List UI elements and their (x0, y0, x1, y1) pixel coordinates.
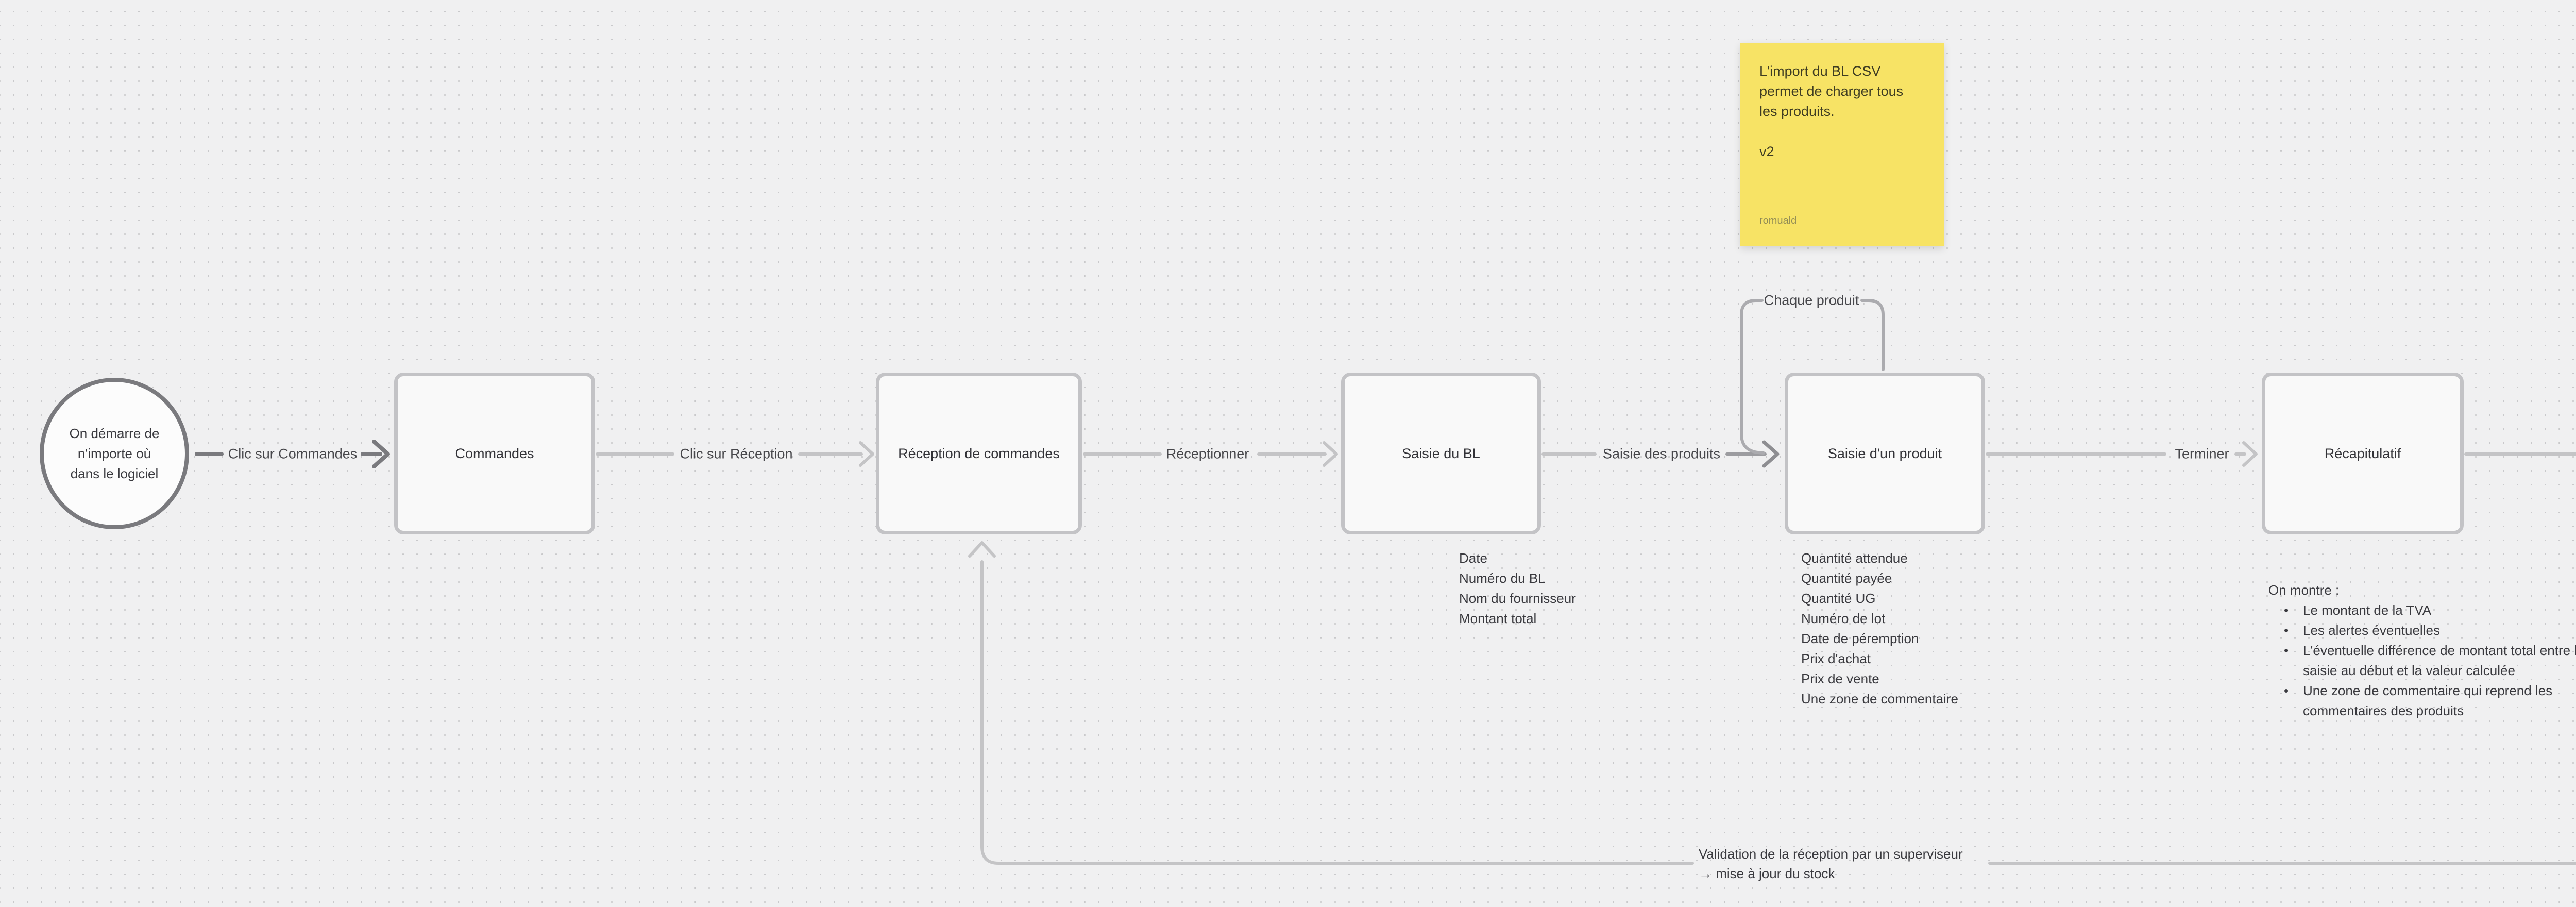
annotation-line: Numéro de lot (1801, 611, 1886, 626)
arrowhead-icon (2242, 441, 2258, 467)
node-label: Commandes (455, 445, 534, 461)
annotation-line: Date de péremption (1801, 631, 1919, 646)
arrowhead-icon (1323, 441, 1338, 467)
arrowhead-icon (968, 541, 996, 558)
annotation-line: saisie au début et la valeur calculée (2303, 663, 2515, 678)
annotation-line: Numéro du BL (1459, 570, 1546, 586)
annotation-bullet-line: • Les alertes éventuelles (2268, 620, 2576, 641)
arrowhead-icon (372, 440, 390, 468)
annotation-header: On montre : (2268, 582, 2340, 598)
annotation-line: Quantité attendue (1801, 550, 1908, 566)
edge-label-receptionner[interactable]: Réceptionner (1166, 446, 1249, 462)
connector-loop-chaque-produit[interactable] (1740, 299, 1885, 455)
annotation-line: Une zone de commentaire qui reprend les (2303, 683, 2553, 698)
annotation-line: Une zone de commentaire (1801, 691, 1958, 707)
bullet-icon: • (2284, 683, 2289, 698)
connector-reception-bl[interactable] (1083, 441, 1338, 467)
annotation-bullet-line: • L'éventuelle différence de montant tota… (2268, 641, 2576, 661)
annotation-line: Date (1459, 550, 1487, 566)
edge-label-chaque-produit[interactable]: Chaque produit (1764, 292, 1859, 308)
annotation-saisie-dun-produit[interactable]: Quantité attendue Quantité payée Quantit… (1801, 548, 1958, 709)
sticky-note-text: L'import du BL CSV permet de charger tou… (1759, 63, 1904, 159)
connector-feedback-validation[interactable] (968, 452, 2576, 865)
arrowhead-icon (859, 441, 874, 467)
annotation-line: Quantité UG (1801, 591, 1876, 606)
feedback-label-line2: → mise à jour du stock (1699, 866, 1835, 881)
connector-produit-recap[interactable] (1986, 441, 2258, 467)
node-recapitulatif[interactable]: Récapitulatif (2262, 373, 2464, 534)
annotation-line: Prix d'achat (1801, 651, 1871, 666)
node-label: Récapitulatif (2324, 445, 2401, 461)
annotation-line: Prix de vente (1801, 671, 1879, 686)
node-label: Saisie d'un produit (1827, 445, 1942, 461)
sticky-note-author: romuald (1759, 215, 1797, 226)
edge-label-clic-sur-reception[interactable]: Clic sur Réception (680, 446, 793, 462)
annotation-line: Nom du fournisseur (1459, 591, 1576, 606)
bullet-icon: • (2284, 602, 2289, 618)
node-label: Réception de commandes (898, 445, 1060, 461)
feedback-label[interactable]: Validation de la réception par un superv… (1699, 844, 1963, 883)
feedback-label-line1: Validation de la réception par un superv… (1699, 846, 1963, 862)
bullet-icon: • (2284, 643, 2289, 658)
annotation-line: Montant total (1459, 611, 1537, 626)
edge-label-clic-sur-commandes[interactable]: Clic sur Commandes (228, 446, 358, 462)
node-label: Saisie du BL (1402, 445, 1480, 461)
arrowhead-icon (1762, 440, 1780, 468)
connector-commandes-reception[interactable] (596, 441, 874, 467)
annotation-bullet-line: • Une zone de commentaire qui reprend les (2268, 681, 2576, 701)
sticky-note[interactable]: L'import du BL CSV permet de charger tou… (1740, 43, 1944, 246)
edge-label-terminer[interactable]: Terminer (2175, 446, 2229, 462)
annotation-line: Les alertes éventuelles (2303, 623, 2440, 638)
annotation-recapitulatif[interactable]: On montre : • Le montant de la TVA • Les a… (2268, 580, 2576, 721)
node-start[interactable]: On démarre de n'importe où dans le logic… (40, 378, 189, 529)
node-start-label: On démarre de n'importe où dans le logic… (69, 425, 160, 481)
node-commandes[interactable]: Commandes (394, 373, 595, 534)
bullet-icon: • (2284, 623, 2289, 638)
annotation-saisie-du-bl[interactable]: Date Numéro du BL Nom du fournisseur Mon… (1459, 548, 1576, 629)
annotation-line: Le montant de la TVA (2303, 602, 2432, 618)
annotation-line: commentaires des produits (2303, 703, 2464, 718)
node-saisie-dun-produit[interactable]: Saisie d'un produit (1785, 373, 1985, 534)
annotation-line: L'éventuelle différence de montant total… (2303, 643, 2576, 658)
connector-start-commandes[interactable] (195, 440, 390, 468)
annotation-line: Quantité payée (1801, 570, 1892, 586)
annotation-bullet-line: • Le montant de la TVA (2268, 600, 2576, 620)
node-reception-de-commandes[interactable]: Réception de commandes (876, 373, 1082, 534)
node-saisie-du-bl[interactable]: Saisie du BL (1341, 373, 1541, 534)
edge-label-saisie-des-produits[interactable]: Saisie des produits (1602, 446, 1721, 462)
